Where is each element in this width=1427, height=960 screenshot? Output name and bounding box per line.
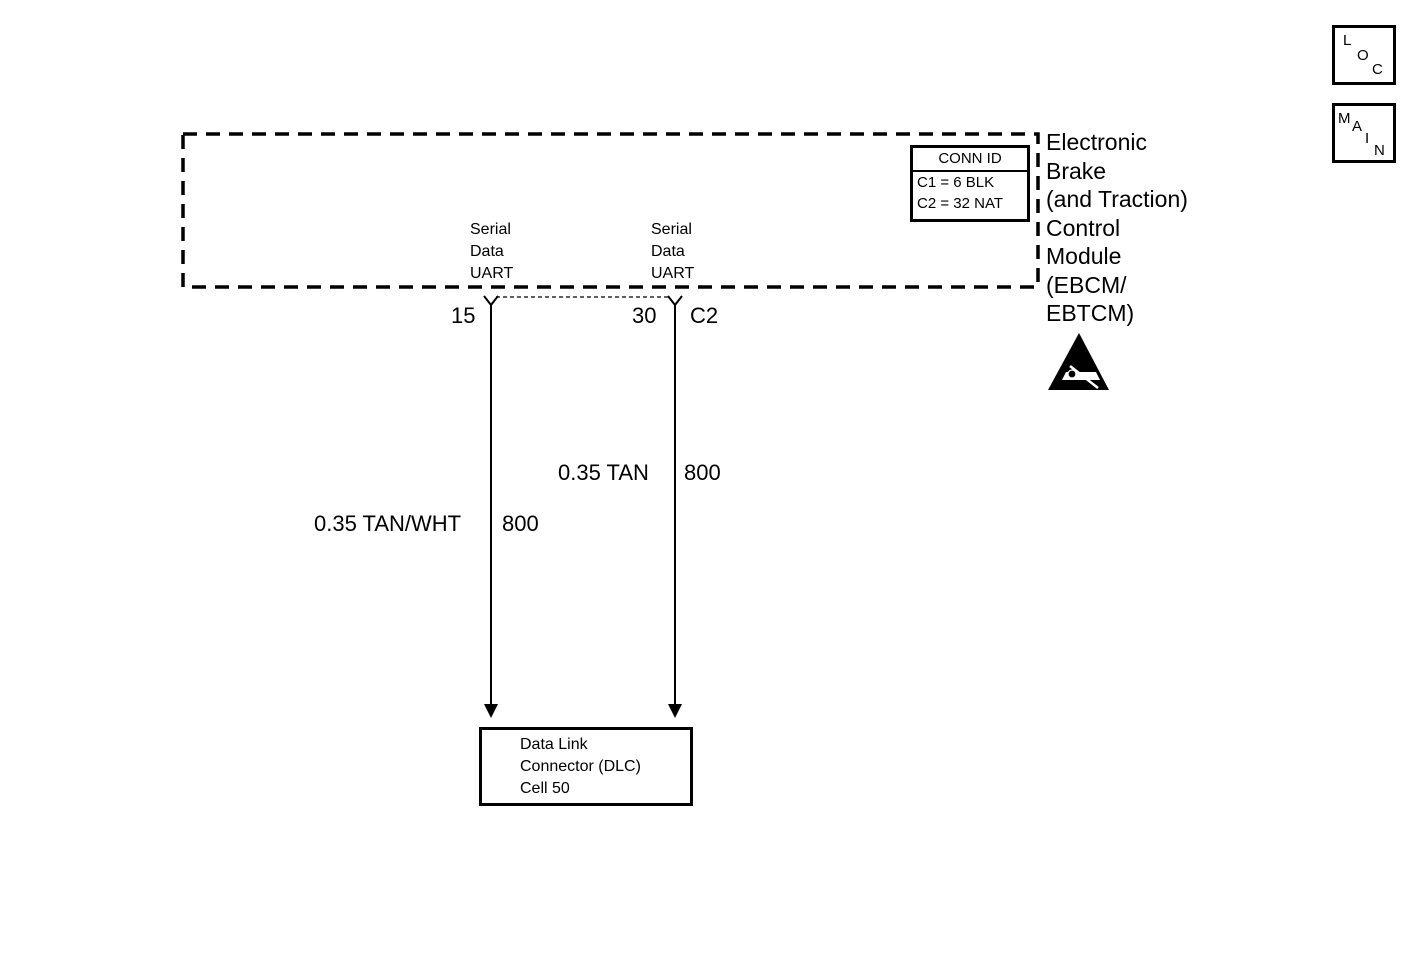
pin-label-line: UART xyxy=(470,265,514,282)
wire-2-spec: 0.35 TAN xyxy=(558,460,649,485)
pin-label-line: Data xyxy=(470,243,504,260)
conn-id-title: CONN ID xyxy=(913,148,1027,172)
pin-30-function-label: Serial Data UART xyxy=(651,219,694,285)
main-letter-a: A xyxy=(1352,118,1363,135)
pin-15-function-label: Serial Data UART xyxy=(470,219,513,285)
conn-id-row: C2 = 32 NAT xyxy=(917,195,1004,212)
module-name-line: Control xyxy=(1046,214,1121,241)
conn-id-table: CONN ID C1 = 6 BLK C2 = 32 NAT xyxy=(910,145,1030,222)
pin-label-line: Serial xyxy=(651,221,692,238)
loc-letter-l: L xyxy=(1343,32,1352,49)
wire-2-circuit: 800 xyxy=(684,460,721,485)
pin-label-line: Data xyxy=(651,243,685,260)
module-name-line: Electronic xyxy=(1046,129,1147,155)
module-name-line: Module xyxy=(1046,243,1122,269)
connector-c2-label: C2 xyxy=(690,303,719,328)
conn-id-row: C1 = 6 BLK xyxy=(917,174,995,191)
wire-2-arrowhead xyxy=(668,704,682,718)
dlc-component[interactable]: Data Link Connector (DLC) Cell 50 xyxy=(479,727,693,806)
loc-letter-o: O xyxy=(1357,47,1369,64)
pin-label-line: UART xyxy=(651,265,695,282)
dlc-label-line: Data Link xyxy=(520,736,588,753)
pin-30-terminal xyxy=(667,295,683,307)
wire-1-circuit: 800 xyxy=(502,511,539,536)
module-name-line: (and Traction) xyxy=(1046,186,1188,212)
main-nav-button[interactable]: M A I N xyxy=(1332,103,1396,163)
module-name-line: Brake xyxy=(1046,157,1107,184)
loc-nav-button[interactable]: L O C xyxy=(1332,25,1396,85)
dlc-label-line[interactable]: Cell 50 xyxy=(520,780,570,797)
main-letter-m: M xyxy=(1338,110,1351,127)
module-name-line: (EBCM/ xyxy=(1046,271,1127,298)
esd-warning-icon xyxy=(1048,333,1109,390)
wire-1-arrowhead xyxy=(484,704,498,718)
module-boundary xyxy=(181,132,1040,289)
pin-15-terminal xyxy=(483,295,499,307)
main-letter-i: I xyxy=(1365,130,1370,147)
pin-label-line: Serial xyxy=(470,221,511,238)
module-name: Electronic Brake (and Traction) Control … xyxy=(1046,128,1188,328)
pin-30-number: 30 xyxy=(632,303,657,328)
dlc-label-line: Connector (DLC) xyxy=(520,758,641,775)
main-letter-n: N xyxy=(1374,142,1385,159)
pin-15-number: 15 xyxy=(451,303,476,328)
loc-letter-c: C xyxy=(1372,61,1383,78)
wire-1-spec: 0.35 TAN/WHT xyxy=(314,511,462,536)
module-name-line: EBTCM) xyxy=(1046,300,1135,326)
